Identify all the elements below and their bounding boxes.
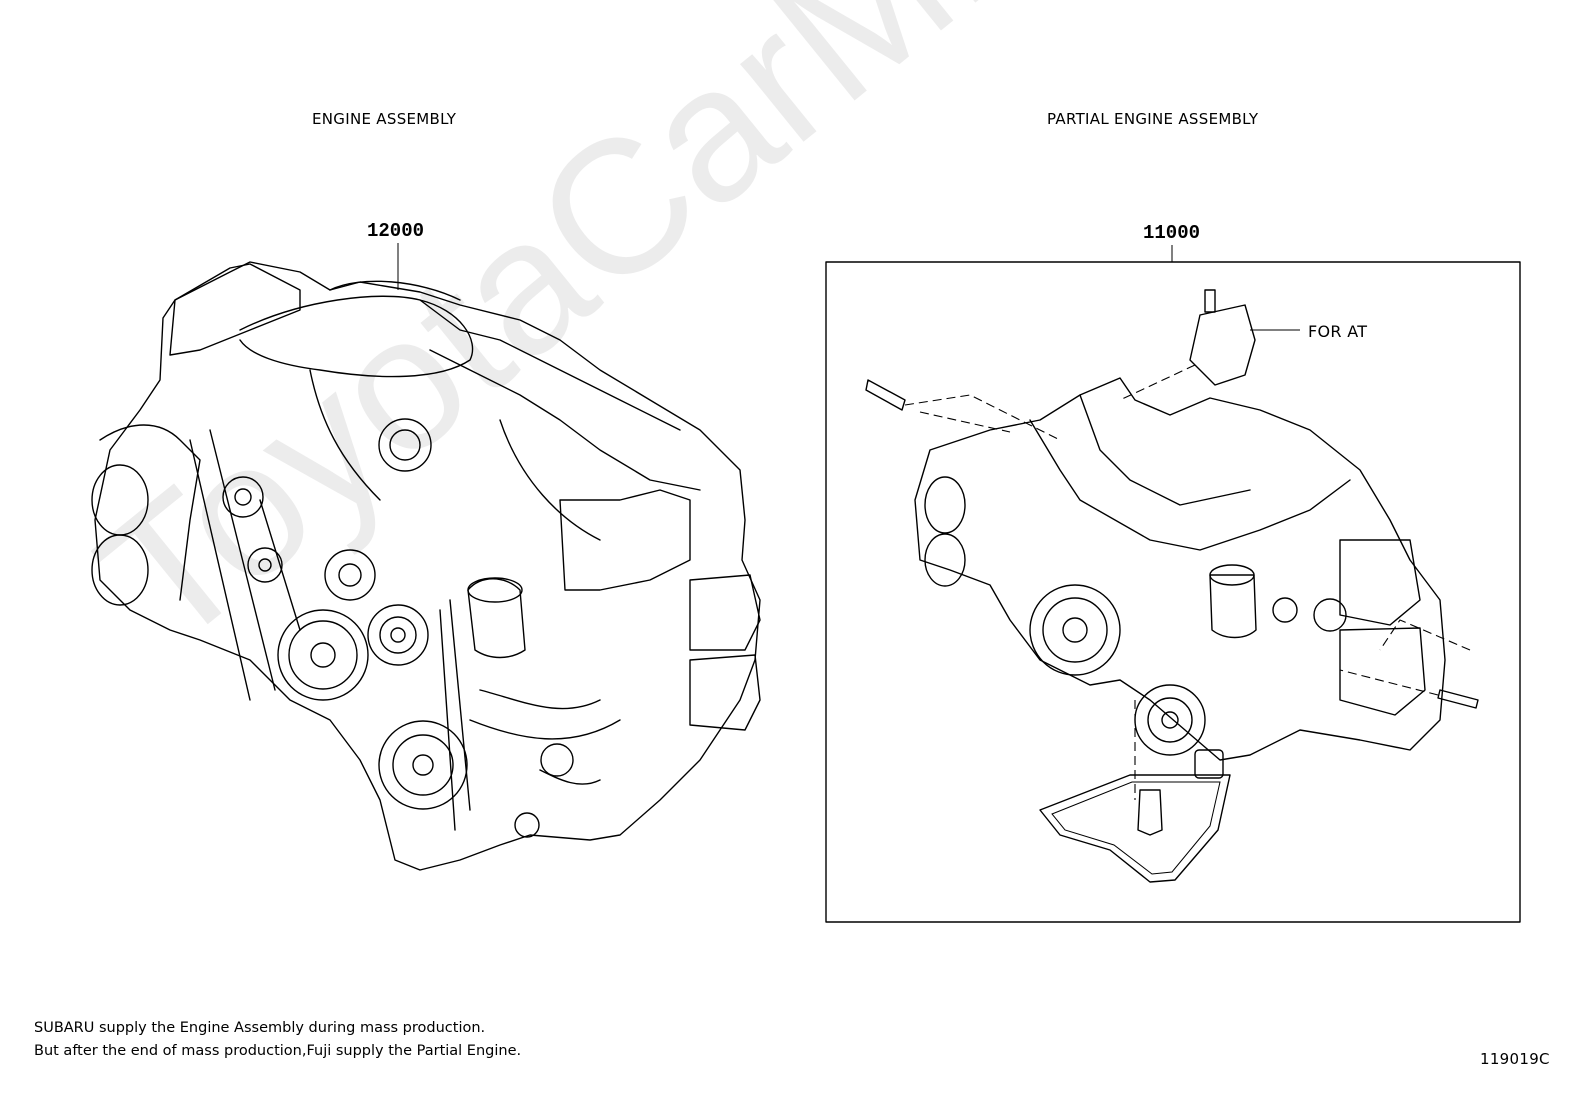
part-number-engine-assembly[interactable]: 12000 (367, 220, 425, 242)
spark-plug-right (1437, 689, 1479, 709)
engine-assembly-drawing[interactable] (91, 243, 761, 871)
engine-assembly-title: ENGINE ASSEMBLY (312, 110, 457, 128)
for-at-callout: FOR AT (1308, 322, 1368, 341)
note-line-1: SUBARU supply the Engine Assembly during… (34, 1020, 486, 1036)
part-number-partial-engine[interactable]: 11000 (1143, 222, 1201, 244)
note-line-2: But after the end of mass production,Fuj… (34, 1043, 522, 1059)
spark-plug-left (865, 379, 906, 411)
figure-code: 119019C (1480, 1050, 1550, 1068)
partial-engine-frame (825, 261, 1521, 923)
oil-pan (1039, 774, 1231, 883)
partial-engine-assembly-drawing[interactable] (825, 245, 1521, 923)
partial-engine-assembly-title: PARTIAL ENGINE ASSEMBLY (1047, 110, 1259, 128)
for-at-sensor-part (1189, 304, 1256, 386)
